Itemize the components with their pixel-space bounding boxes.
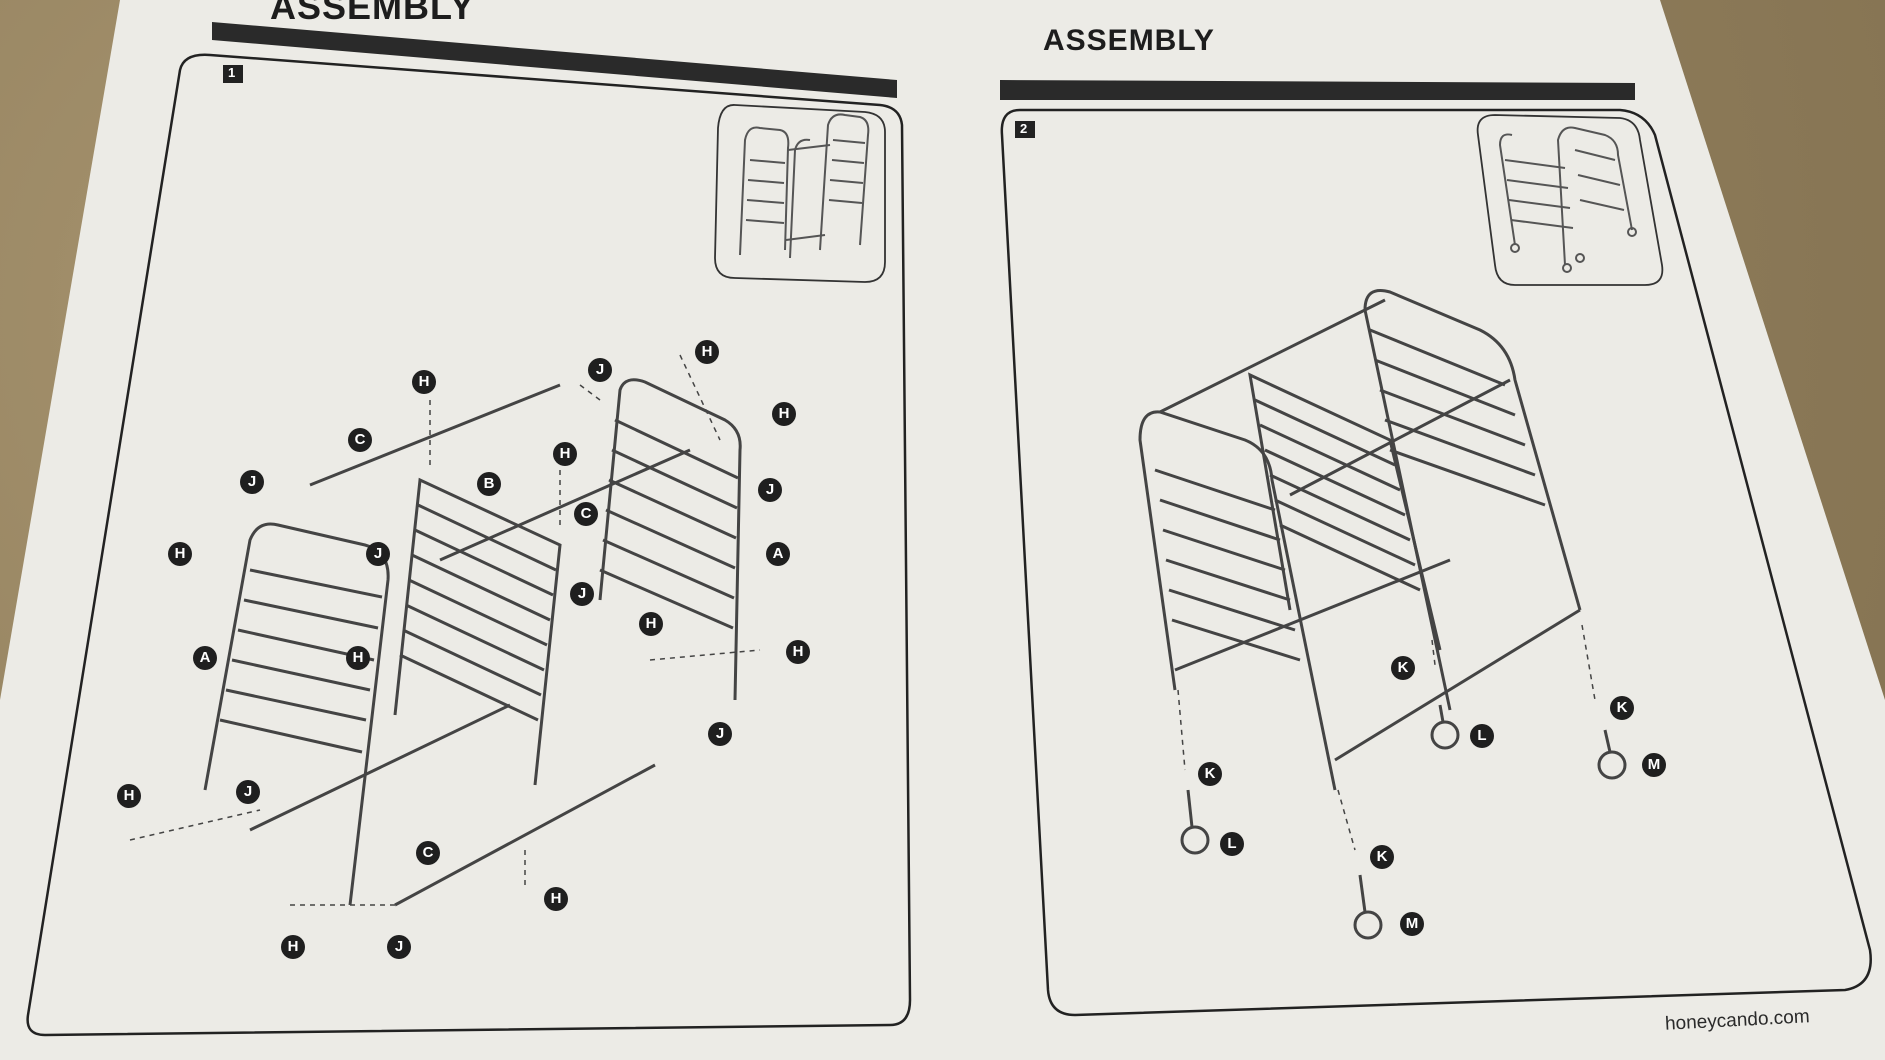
callout-m: M: [1400, 912, 1424, 936]
right-preview-illustration: [1498, 126, 1637, 273]
callout-h: H: [639, 612, 663, 636]
callout-l: L: [1220, 832, 1244, 856]
callout-m: M: [1642, 753, 1666, 777]
callout-c: C: [574, 502, 598, 526]
callout-j: J: [708, 722, 732, 746]
callout-a: A: [193, 646, 217, 670]
callout-k: K: [1198, 762, 1222, 786]
callout-j: J: [240, 470, 264, 494]
callout-a: A: [766, 542, 790, 566]
callout-j: J: [366, 542, 390, 566]
callout-j: J: [570, 582, 594, 606]
callout-c: C: [416, 841, 440, 865]
callout-c: C: [348, 428, 372, 452]
callout-j: J: [387, 935, 411, 959]
left-page-title: ASSEMBLY: [270, 0, 475, 27]
callout-k: K: [1391, 656, 1415, 680]
callout-h: H: [553, 442, 577, 466]
step-1-badge: [223, 65, 243, 83]
callout-h: H: [695, 340, 719, 364]
callout-h: H: [168, 542, 192, 566]
right-step-illustration: [1138, 289, 1627, 940]
callout-h: H: [281, 935, 305, 959]
callout-h: H: [412, 370, 436, 394]
callout-k: K: [1370, 845, 1394, 869]
left-preview-illustration: [739, 113, 870, 259]
callout-h: H: [544, 887, 568, 911]
callout-j: J: [758, 478, 782, 502]
left-title-bar: [212, 22, 897, 98]
step-1-number: 1: [228, 65, 236, 80]
callout-b: B: [477, 472, 501, 496]
callout-h: H: [346, 646, 370, 670]
right-step-frame: [1000, 108, 1872, 1017]
right-title-bar: [1000, 80, 1635, 100]
callout-l: L: [1470, 724, 1494, 748]
callout-j: J: [588, 358, 612, 382]
left-preview-box: [714, 104, 886, 283]
right-page-title: ASSEMBLY: [1043, 24, 1215, 57]
step-2-badge: [1015, 121, 1035, 138]
step-2-number: 2: [1020, 121, 1028, 136]
callout-h: H: [786, 640, 810, 664]
right-preview-box: [1476, 114, 1664, 286]
callout-j: J: [236, 780, 260, 804]
callout-h: H: [117, 784, 141, 808]
callout-h: H: [772, 402, 796, 426]
left-step-frame: [26, 53, 912, 1037]
callout-k: K: [1610, 696, 1634, 720]
